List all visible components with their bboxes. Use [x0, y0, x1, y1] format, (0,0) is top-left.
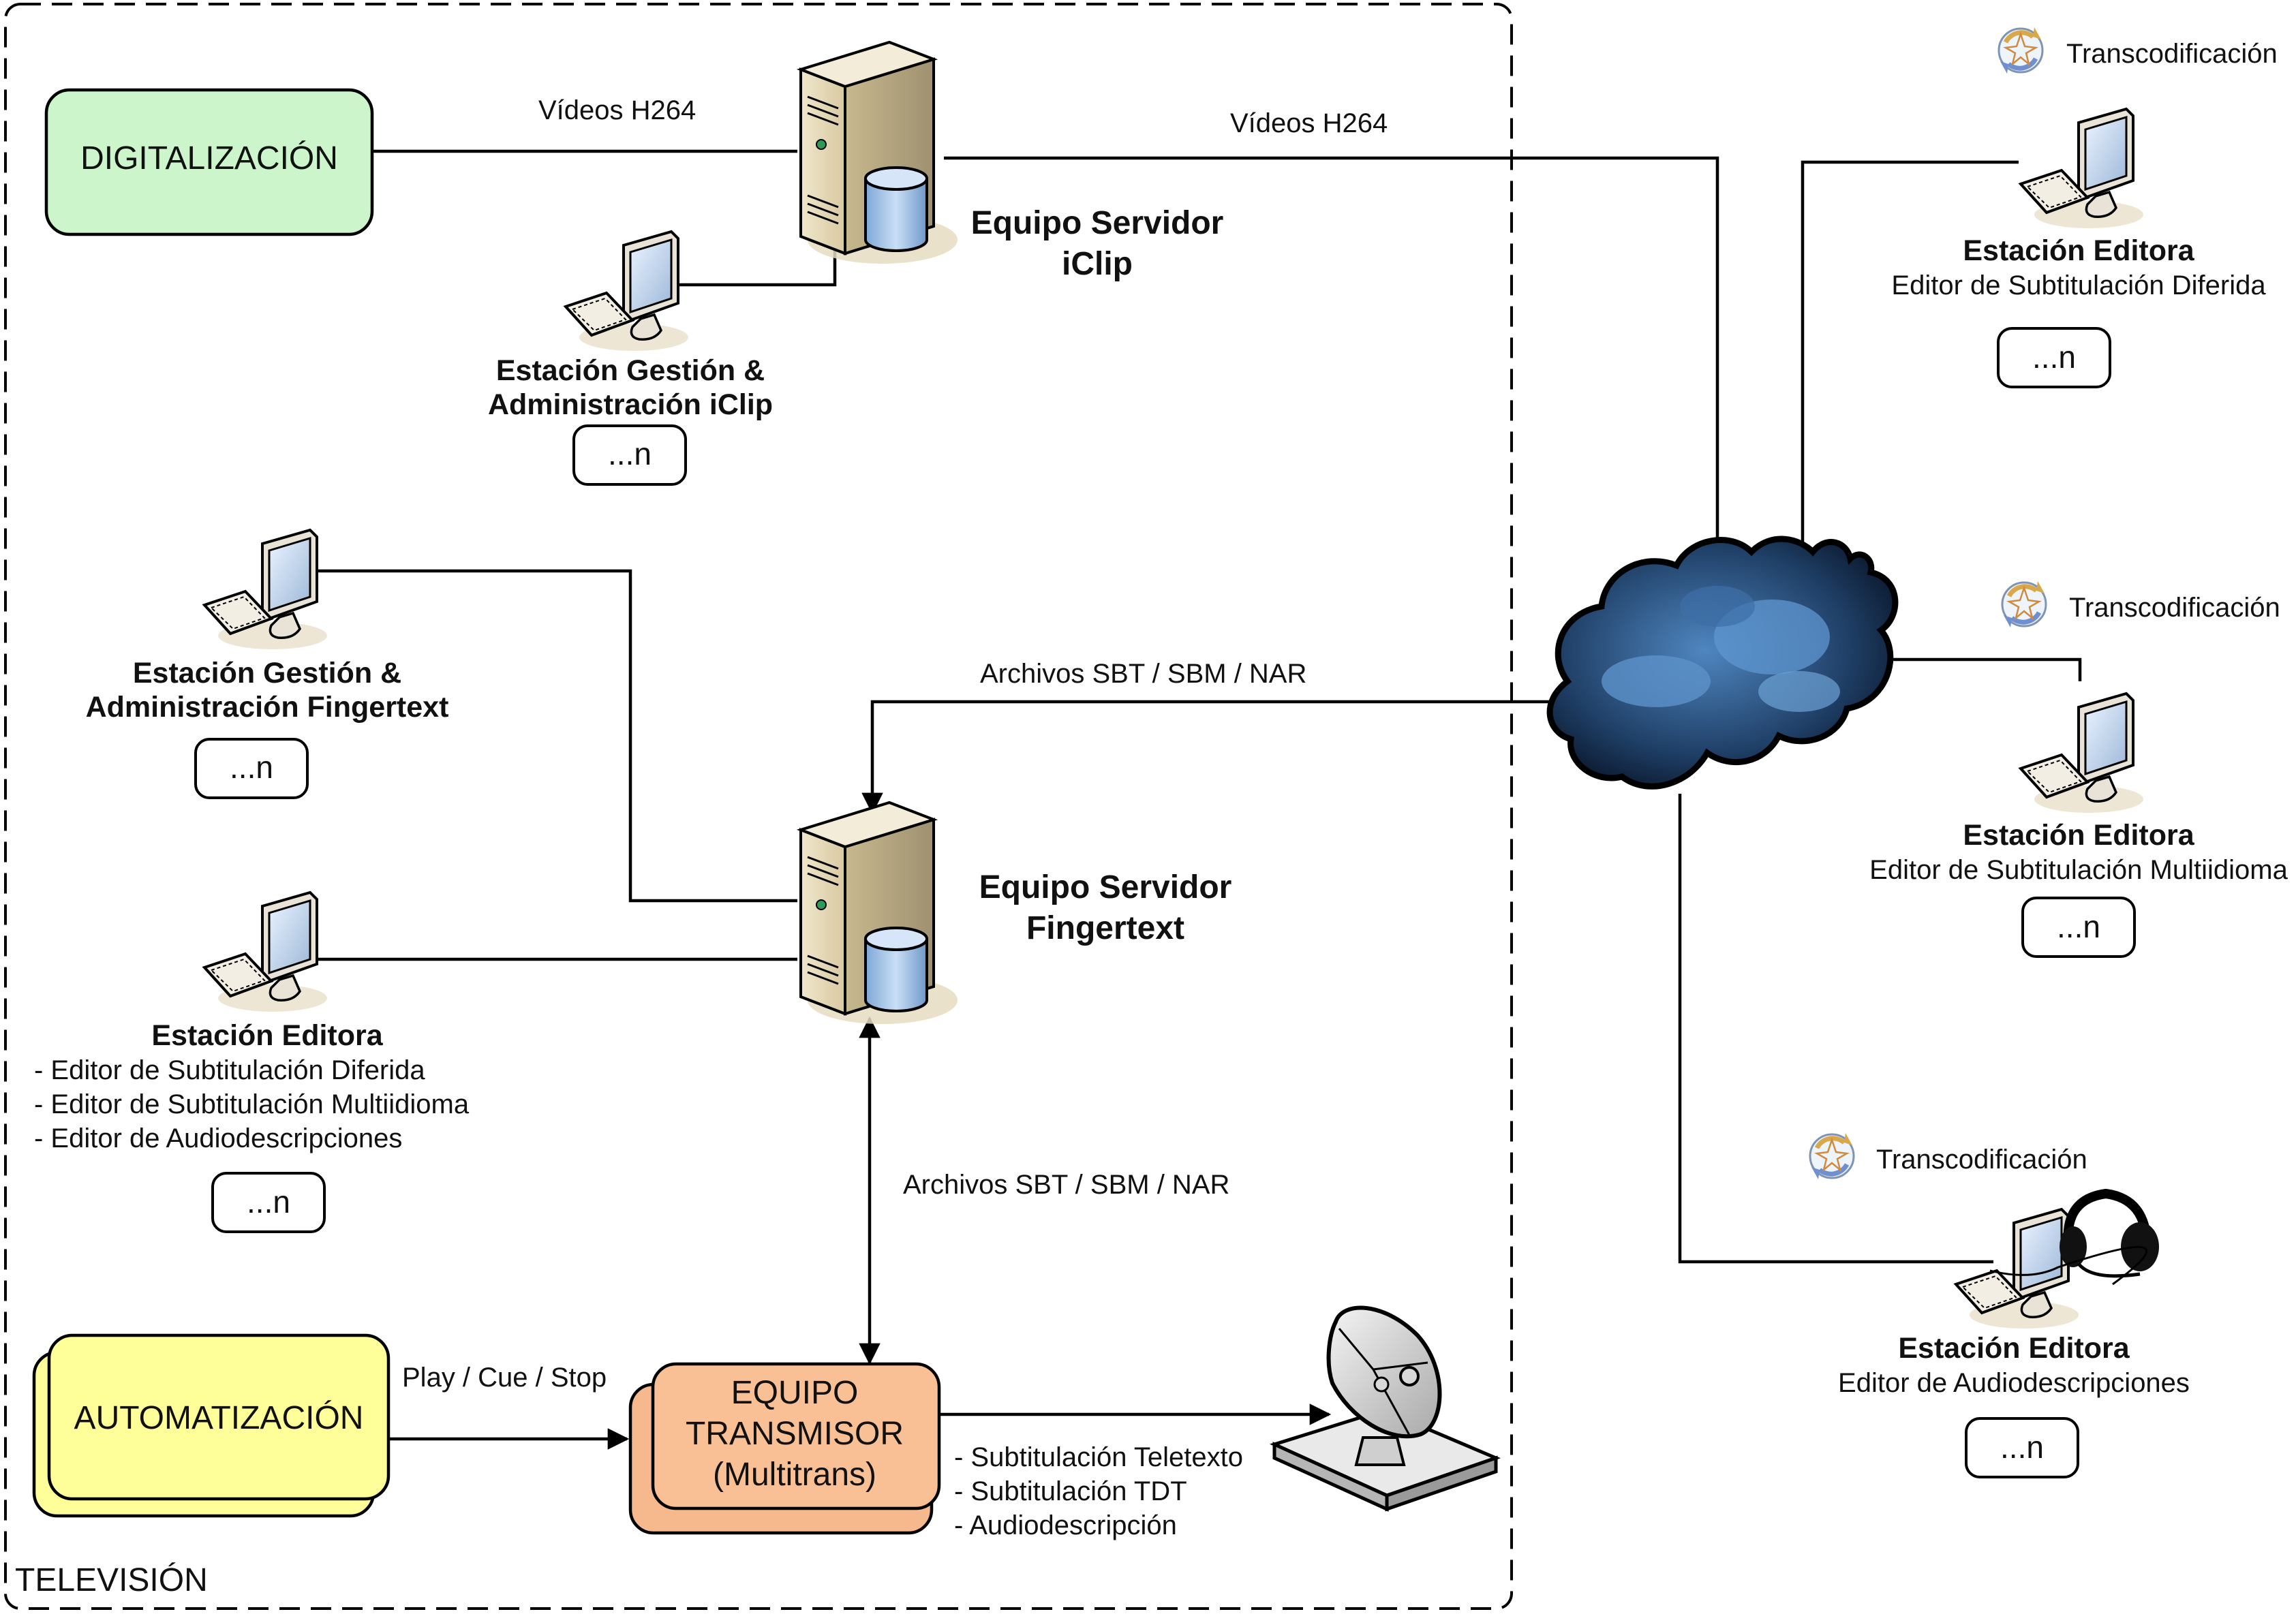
- box-transmisor-line1: EQUIPO: [731, 1375, 859, 1411]
- box-digitalizacion: DIGITALIZACIÓN: [44, 88, 374, 236]
- editora-local-title: Estación Editora: [151, 1019, 383, 1052]
- box-transmisor-line2: TRANSMISOR: [686, 1416, 904, 1452]
- link-cloud-fingertext: [861, 700, 1554, 815]
- server-iclip-title2: iClip: [1062, 246, 1133, 282]
- count-multi: ...n: [2057, 909, 2100, 944]
- diferida-title: Estación Editora: [1963, 234, 2194, 267]
- transcode-diferida-icon: [1999, 27, 2042, 74]
- count-box-editora-local: ...n: [211, 1172, 326, 1233]
- server-fingertext-icon: [799, 801, 959, 1025]
- computer-gestion-fingertext-icon: [203, 529, 328, 651]
- computer-editora-local-icon: [203, 891, 328, 1013]
- label-play-cue-stop: Play / Cue / Stop: [402, 1363, 607, 1393]
- editora-local-role1: - Editor de Subtitulación Diferida: [34, 1055, 425, 1085]
- gestion-iclip-title1: Estación Gestión &: [496, 354, 765, 387]
- diferida-role: Editor de Subtitulación Diferida: [1891, 270, 2266, 300]
- computer-diferida-icon: [2019, 108, 2145, 230]
- box-digitalizacion-label: DIGITALIZACIÓN: [80, 140, 338, 176]
- gestion-fingertext-title2: Administración Fingertext: [86, 691, 449, 724]
- count-box-gestion-iclip: ...n: [572, 424, 687, 486]
- headset-icon: [1989, 1188, 2159, 1286]
- count-audio: ...n: [2000, 1429, 2044, 1465]
- server-iclip-title1: Equipo Servidor: [971, 205, 1224, 241]
- box-transmisor: EQUIPO TRANSMISOR (Multitrans): [628, 1362, 941, 1535]
- multi-role: Editor de Subtitulación Multiidioma: [1869, 855, 2288, 885]
- link-iclip-cloud: [944, 156, 1728, 563]
- network-cloud-icon: [1546, 536, 1899, 790]
- multi-title: Estación Editora: [1963, 819, 2194, 852]
- output-audiodescripcion: - Audiodescripción: [954, 1510, 1177, 1540]
- count-gestion-iclip: ...n: [608, 436, 652, 471]
- label-archivos-top: Archivos SBT / SBM / NAR: [980, 659, 1306, 689]
- audio-role: Editor de Audiodescripciones: [1838, 1368, 2190, 1398]
- count-box-gestion-fingertext: ...n: [194, 738, 309, 799]
- transcode-multi-icon: [2002, 581, 2046, 627]
- count-box-diferida: ...n: [1997, 327, 2111, 388]
- box-automatizacion-label: AUTOMATIZACIÓN: [74, 1399, 364, 1436]
- link-cloud-audio: [1678, 794, 1993, 1264]
- count-box-audio: ...n: [1965, 1417, 2079, 1478]
- box-transmisor-line3: (Multitrans): [713, 1457, 876, 1493]
- box-automatizacion: AUTOMATIZACIÓN: [32, 1333, 391, 1518]
- label-videos-h264-right: Vídeos H264: [1230, 108, 1388, 138]
- link-gestion-fingertext: [310, 569, 797, 903]
- satellite-dish-icon: [1270, 1305, 1501, 1512]
- computer-audio-icon: [1955, 1208, 2080, 1330]
- server-iclip-icon: [799, 41, 959, 265]
- transcode-audio-icon: [1810, 1133, 1854, 1179]
- transcode-multi-label: Transcodificación: [2069, 593, 2280, 623]
- count-diferida: ...n: [2032, 339, 2076, 375]
- server-fingertext-title2: Fingertext: [1026, 910, 1184, 946]
- editora-local-role2: - Editor de Subtitulación Multiidioma: [34, 1089, 470, 1119]
- transcode-audio-label: Transcodificación: [1876, 1145, 2087, 1175]
- count-box-multi: ...n: [2021, 897, 2136, 958]
- television-region: [4, 3, 1513, 1610]
- editora-local-role3: - Editor de Audiodescripciones: [34, 1123, 402, 1153]
- gestion-iclip-title2: Administración iClip: [488, 388, 773, 421]
- count-gestion-fingertext: ...n: [230, 749, 273, 785]
- audio-title: Estación Editora: [1898, 1332, 2130, 1365]
- computer-multi-icon: [2019, 692, 2145, 814]
- computer-gestion-iclip-icon: [564, 230, 690, 352]
- label-archivos-bottom: Archivos SBT / SBM / NAR: [903, 1170, 1229, 1200]
- link-cloud-multi: [1884, 657, 2082, 681]
- output-tdt: - Subtitulación TDT: [954, 1476, 1187, 1506]
- television-label: TELEVISIÓN: [15, 1562, 208, 1598]
- count-editora-local: ...n: [247, 1184, 290, 1220]
- output-teletexto: - Subtitulación Teletexto: [954, 1442, 1243, 1472]
- server-fingertext-title1: Equipo Servidor: [979, 869, 1232, 905]
- link-cloud-diferida: [1801, 160, 2019, 555]
- transcode-diferida-label: Transcodificación: [2066, 39, 2278, 69]
- gestion-fingertext-title1: Estación Gestión &: [133, 657, 401, 689]
- label-videos-h264-left: Vídeos H264: [538, 95, 696, 125]
